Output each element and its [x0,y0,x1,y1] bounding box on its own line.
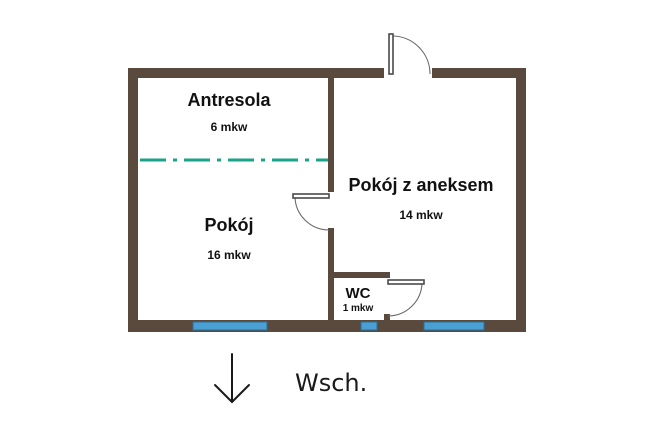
room-area-antresola: 6 mkw [211,120,248,134]
wc-door [387,279,425,317]
room-door-leaf [292,193,330,199]
door-opening-partition [326,192,336,228]
room-area-pokoj: 16 mkw [207,248,251,262]
room-area-pokoj-z-aneksem: 14 mkw [399,208,443,222]
door-opening-top [384,66,432,80]
room-name-wc: WC [346,285,371,302]
room-name-pokoj: Pokój [204,215,253,235]
room-right-interior [334,78,516,272]
orientation-label: Wsch. [295,369,367,397]
entrance-door [388,33,431,75]
room-door-swing [294,195,330,231]
room-name-antresola: Antresola [187,90,271,110]
entrance-door-leaf [388,33,394,75]
room-name-pokoj-z-aneksem: Pokój z aneksem [348,175,493,195]
room-left-interior [138,78,328,320]
room-door [292,193,330,231]
arrow-down-icon [214,353,250,403]
window-wc [360,321,378,331]
room-wc-interior [334,278,384,320]
wc-door-leaf [387,279,425,285]
arrow-down-head [214,384,250,403]
window-left [192,321,268,331]
wc-door-swing [387,281,423,317]
entrance-door-swing [391,35,431,75]
door-opening-wc [382,278,392,314]
window-right [423,321,485,331]
room-area-wc: 1 mkw [343,303,374,314]
